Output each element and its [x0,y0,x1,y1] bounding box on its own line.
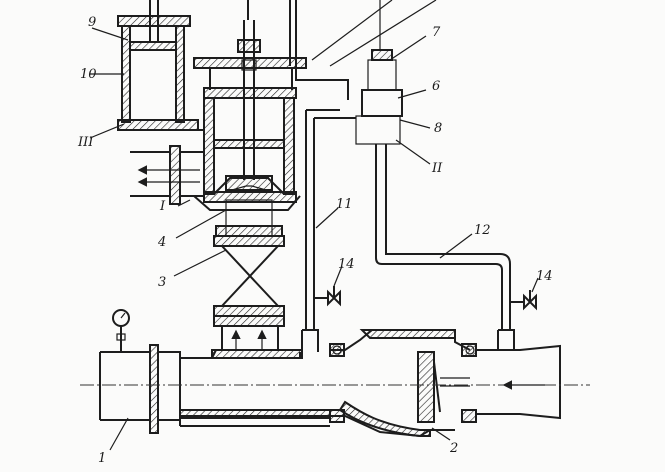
label-III: III [77,135,94,150]
shutoff-valve-14-left [314,286,341,307]
gate-valve-3-bottom-flange [213,305,285,317]
label-14-left: 14 [338,257,355,272]
check-valve-2 [417,351,435,423]
label-2: 2 [449,441,458,456]
label-12: 12 [474,223,491,238]
label-1: 1 [98,451,106,466]
vertical-branch [213,199,285,350]
label-4: 4 [157,235,166,250]
pipe-wall-top [211,349,303,359]
label-6: 6 [432,79,440,94]
shutoff-valve-14-right [510,290,537,311]
label-I: I [159,199,166,214]
pilot-valve [355,0,403,145]
label-II: II [431,161,443,176]
accumulator [117,0,204,131]
gate-valve-3 [219,245,281,307]
label-3: 3 [158,275,166,290]
label-11: 11 [336,197,353,212]
pressure-gauge [112,309,130,352]
label-8: 8 [434,121,442,136]
impulse-tubes [295,66,515,352]
left-flange [149,344,159,434]
pipe-wall-bottom [179,409,331,419]
part-labels: 9 10 III I 4 3 1 7 6 8 II 11 12 14 14 2 [77,15,553,466]
label-10: 10 [80,67,97,82]
label-14-right: 14 [536,269,553,284]
main-pipeline [80,329,590,438]
label-7: 7 [432,25,441,40]
gate-valve-3-top-flange [213,235,285,247]
regulator-body [193,0,307,211]
leader-lines [89,0,539,451]
outlet-I [130,145,204,205]
label-9: 9 [88,15,96,30]
